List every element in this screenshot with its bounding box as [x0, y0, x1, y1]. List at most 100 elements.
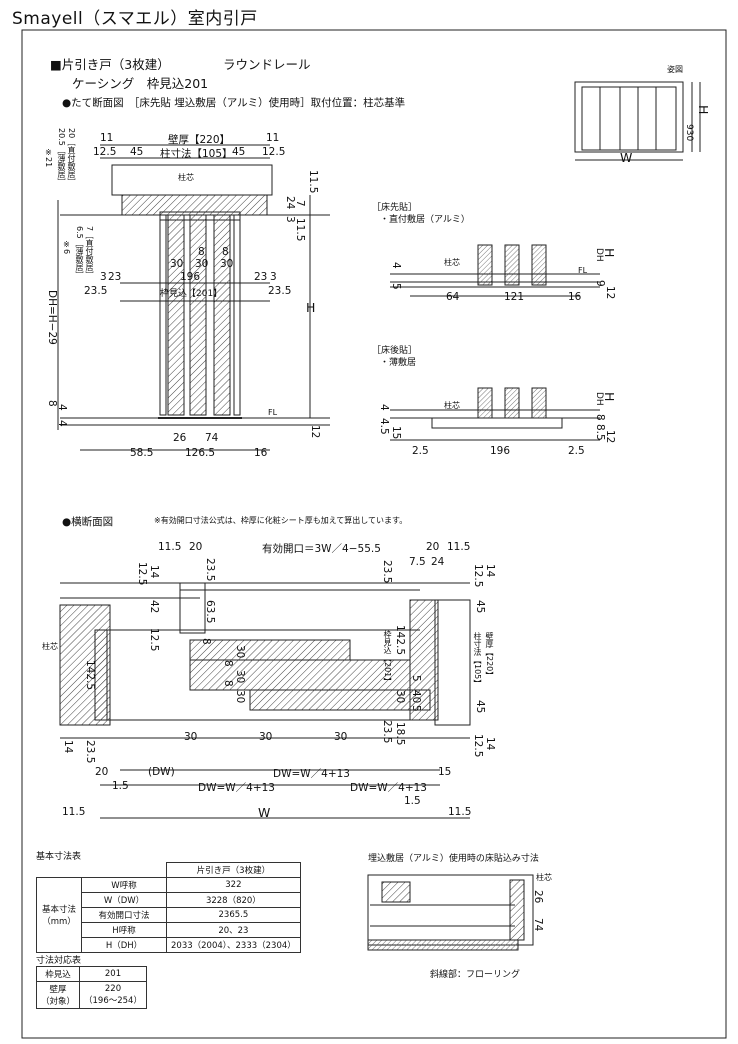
basic-table-row-value: 3228（820）	[166, 892, 301, 908]
hdim-b115a: 11.5	[62, 806, 86, 818]
floor-front-d121: 121	[504, 291, 525, 303]
floor-back-d25b: 2.5	[568, 445, 585, 457]
floor-back-h: H	[602, 392, 617, 402]
hdim-dw3: DW=W／4+13	[350, 782, 427, 794]
vdim-r23: 23	[254, 271, 268, 283]
embed-d26: 26	[532, 890, 544, 904]
embed-pillar: 柱芯	[536, 873, 552, 882]
hdim-t20a: 20	[189, 541, 203, 553]
hdim-r45b: 45	[474, 700, 486, 714]
correspond-r2-value2: （196〜254）	[84, 996, 142, 1006]
vdim-wall: 壁厚【220】	[168, 134, 231, 146]
hdim-b115b: 11.5	[448, 806, 472, 818]
basic-table-row-label: H呼称	[81, 922, 167, 938]
hdim-l14: 14	[148, 565, 160, 579]
hdim-frame201: 枠見込【201】	[383, 630, 392, 686]
basic-table-col-head: 片引き戸（3枚建）	[166, 862, 301, 878]
floor-back-d12: 12	[604, 430, 616, 444]
vdim-b16: 16	[254, 447, 268, 459]
spec-line2: ケーシング 枠見込201	[72, 76, 209, 91]
hdim-b30a: 30	[184, 731, 198, 743]
vdim-fl: FL	[268, 408, 278, 417]
hdim-b30c: 30	[334, 731, 348, 743]
hdim-r125c: 12.5	[472, 734, 484, 758]
floor-front-dh: DH	[594, 248, 604, 262]
elevation-h: H	[696, 105, 711, 115]
floor-front-d16: 16	[568, 291, 582, 303]
hdim-dw1: DW=W／4+13	[198, 782, 275, 794]
sheet-border	[21, 29, 727, 1039]
hdim-l125b: 12.5	[148, 628, 160, 652]
embed-hatch-note: 斜線部：フローリング	[430, 970, 521, 980]
floor-back-d45: 4.5	[378, 418, 390, 435]
vdim-l23: 23	[108, 271, 122, 283]
vdim-30c: 30	[220, 258, 234, 270]
vdim-top-11b: 11	[266, 132, 280, 144]
basic-table-row-value: 20、23	[166, 922, 301, 938]
floor-front-d12: 12	[604, 286, 616, 300]
hdim-r30: 30	[394, 690, 406, 704]
floor-front-section	[390, 244, 600, 297]
hdim-pillar105: 柱寸法【105】	[473, 632, 482, 688]
floor-front-d5: 5	[390, 283, 402, 290]
vdim-pillar-center: 柱芯	[178, 173, 194, 182]
hdim-c30b: 30	[234, 670, 246, 684]
hdim-r24: 24	[431, 556, 445, 568]
hdim-dw: (DW)	[148, 766, 175, 778]
floor-back-d196: 196	[490, 445, 511, 457]
vdim-b4b: 4	[56, 420, 68, 427]
basic-table-row-label: H（DH）	[81, 937, 167, 953]
correspond-table: 枠見込 201 壁厚 （対象） 220 （196〜254）	[35, 966, 147, 1009]
vdim-8b: 8	[222, 246, 229, 258]
floor-front-d4: 4	[390, 262, 402, 269]
correspond-r1-label: 枠見込	[35, 966, 81, 982]
floor-back-d25a: 2.5	[412, 445, 429, 457]
vdim-r235: 23.5	[268, 285, 292, 297]
hdim-l1425: 142.5	[84, 660, 96, 691]
hdim-r14: 14	[484, 564, 496, 578]
correspond-r2-value: 220	[104, 984, 122, 994]
floor-back-d15: 15	[390, 426, 402, 440]
floor-back-d4: 4	[378, 404, 390, 411]
horizontal-section	[59, 582, 471, 819]
floor-front-label: ［床先貼］	[372, 203, 418, 213]
floor-back-d8: 8	[594, 414, 606, 421]
spec-line1-rail: ラウンドレール	[223, 57, 311, 72]
vdim-196: 196	[180, 271, 201, 283]
floor-front-d64: 64	[446, 291, 460, 303]
hdim-l635: 63.5	[204, 600, 216, 624]
basic-dimension-table: 片引き戸（3枚建） 基本寸法（mm） W呼称 322 W（DW） 3228（82…	[36, 862, 301, 953]
vdim-side-65: 6.5［薄敷居］	[75, 226, 84, 279]
vdim-side-20: 20［直付敷居］	[67, 128, 76, 187]
vdim-l235: 23.5	[84, 285, 108, 297]
spec-line1-type: ■片引き戸（3枚建）	[50, 57, 170, 72]
hdim-t115a: 11.5	[158, 541, 182, 553]
floor-back-label: ［床後貼］	[372, 346, 418, 356]
floor-front-d9: 9	[594, 280, 606, 287]
basic-table-row-value: 2033（2004）、2333（2304）	[166, 937, 301, 953]
hdim-l125: 12.5	[136, 562, 148, 586]
floor-back-d85: 8.5	[594, 424, 606, 441]
vdim-b4: 4	[56, 404, 68, 411]
hdim-r185: 18.5	[394, 722, 406, 746]
vdim-r115b: 11.5	[294, 218, 306, 242]
hdim-w: W	[258, 805, 271, 820]
hdim-c8a: 8	[222, 660, 234, 667]
hdim-t20b: 20	[426, 541, 440, 553]
vdim-side-7: 7［直付敷居］	[85, 226, 94, 280]
floor-back-dh: DH	[594, 392, 604, 406]
hdim-t115b: 11.5	[447, 541, 471, 553]
hdim-wall220: 壁厚【220】	[485, 632, 494, 680]
elevation-930: 930	[684, 124, 694, 142]
vdim-30b: 30	[195, 258, 209, 270]
correspond-r2-label2: （対象）	[41, 997, 76, 1007]
hdim-b15a: 1.5	[112, 780, 129, 792]
hdim-l235a: 23.5	[204, 558, 216, 582]
hdim-b15b: 1.5	[404, 795, 421, 807]
vdim-r3b: 3	[270, 271, 277, 283]
hdim-b15: 15	[438, 766, 452, 778]
vdim-8a: 8	[198, 246, 205, 258]
hdim-r1425: 142.5	[394, 625, 406, 656]
vdim-b585: 58.5	[130, 447, 154, 459]
vdim-b26: 26	[173, 432, 187, 444]
